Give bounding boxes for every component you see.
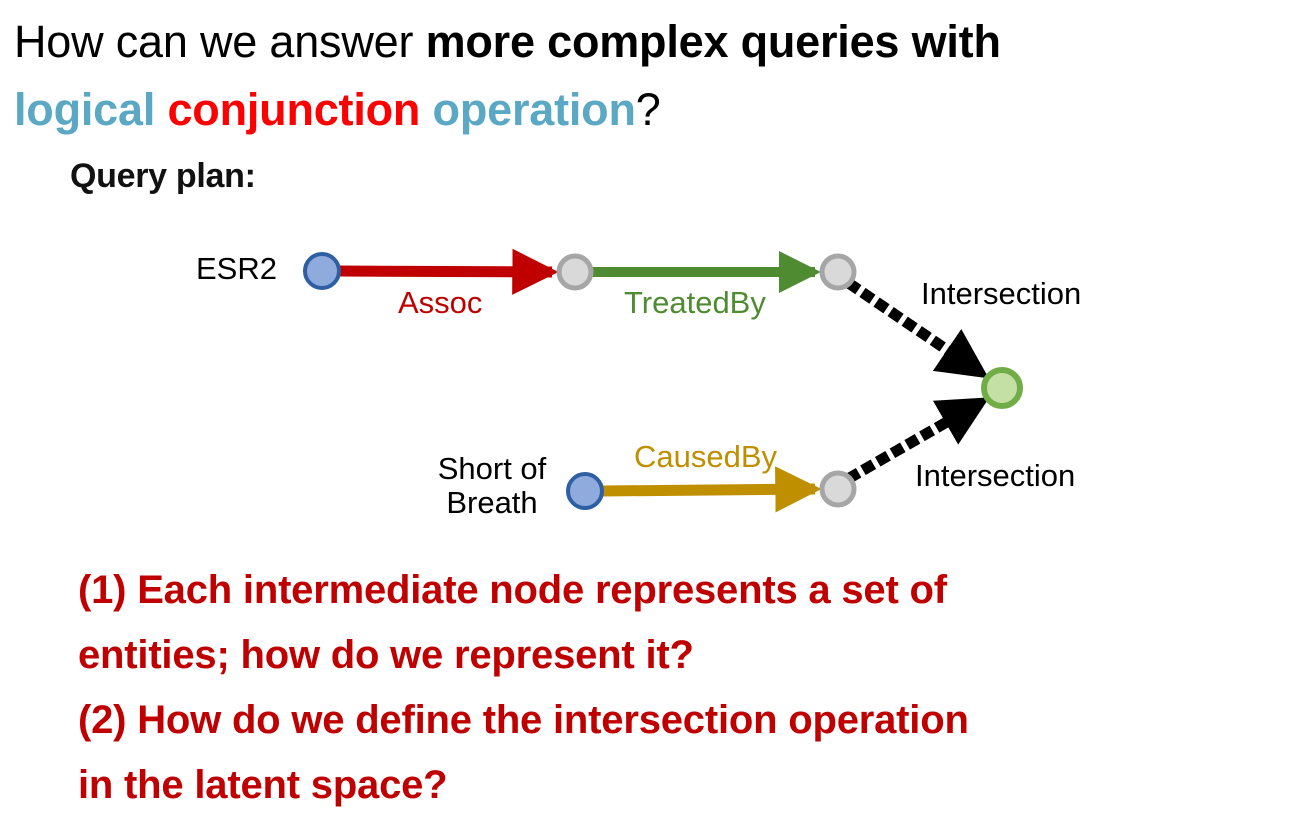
node-esr2-intermediate-2[interactable] [819, 253, 857, 291]
question-2-line-1: (2) How do we define the intersection op… [78, 698, 969, 742]
question-1-line-2: entities; how do we represent it? [78, 633, 694, 677]
question-2-line-2: in the latent space? [78, 763, 448, 807]
edge-causedby [601, 466, 822, 513]
edge-label-intersection-bottom: Intersection [915, 458, 1076, 493]
edge-label-intersection-top: Intersection [921, 276, 1082, 311]
node-label-esr2: ESR2 [196, 251, 277, 286]
node-shortofbreath-anchor[interactable] [566, 472, 604, 510]
title-text-bold: more complex queries with [425, 16, 1001, 67]
title-text-plain: How can we answer [14, 16, 426, 67]
node-esr2-intermediate-1[interactable] [556, 253, 594, 291]
edge-label-assoc: Assoc [398, 285, 483, 320]
node-label-shortofbreath-line2: Breath [446, 485, 538, 520]
title-text-logical: logical [14, 84, 168, 135]
node-label-shortofbreath: Short of Breath [428, 452, 556, 520]
edge-assoc [337, 248, 559, 295]
question-1-line-1: (1) Each intermediate node represents a … [78, 568, 947, 612]
query-plan-heading: Query plan: [70, 157, 256, 195]
edge-label-treatedby: TreatedBy [624, 285, 766, 320]
title-text-operation: operation [420, 84, 636, 135]
title-question-mark: ? [635, 84, 661, 135]
node-answer-intersection[interactable] [981, 367, 1023, 409]
questions-block: (1) Each intermediate node represents a … [78, 558, 1258, 818]
slide-title: How can we answer more complex queries w… [14, 8, 1284, 144]
node-label-shortofbreath-line1: Short of [437, 451, 547, 486]
node-shortofbreath-intermediate[interactable] [819, 470, 857, 508]
edge-label-causedby: CausedBy [634, 439, 778, 474]
title-text-conjunction: conjunction [167, 84, 421, 135]
node-esr2-anchor[interactable] [303, 252, 341, 290]
